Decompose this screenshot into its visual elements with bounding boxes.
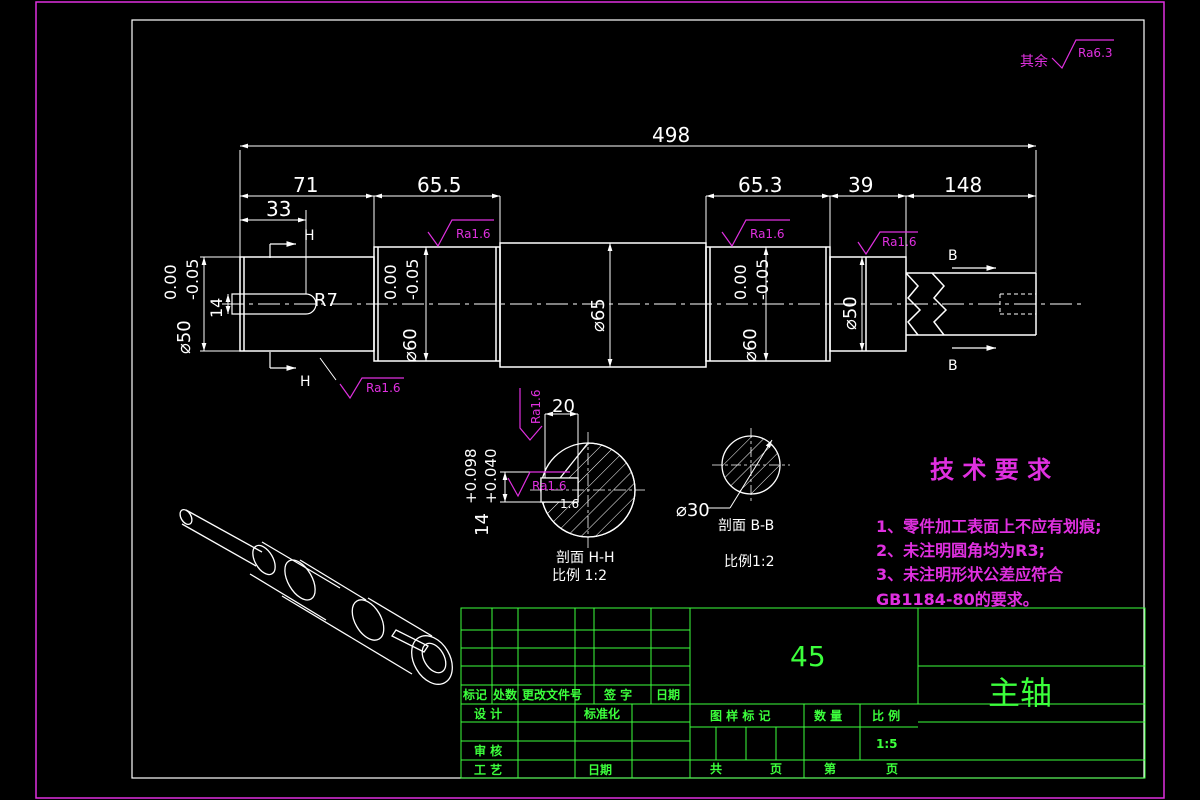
dim-148: 148 — [944, 173, 982, 197]
tol-left-upper: 0.00 — [161, 264, 180, 300]
tech-req-item-2: 2、未注明圆角均为R3; — [876, 541, 1045, 560]
section-hh-scale: 比例 1:2 — [552, 568, 607, 584]
section-bb-title: 剖面 B-B — [718, 518, 774, 534]
dim-33: 33 — [266, 197, 291, 221]
tb-quantity: 数 量 — [814, 708, 842, 723]
section-bb-scale: 比例1:2 — [724, 554, 775, 570]
section-b-bottom: B — [948, 358, 958, 374]
tb-total: 共 — [710, 761, 722, 776]
tol-bl-lower: -0.05 — [403, 259, 422, 300]
section-hh-title: 剖面 H-H — [556, 550, 615, 566]
section-tol-upper: +0.098 — [462, 448, 480, 504]
tb-drawing-mark: 图 样 标 记 — [710, 708, 771, 723]
tb-count: 处数 — [492, 687, 518, 702]
section-depth: 14 — [472, 513, 493, 536]
dim-71: 71 — [293, 173, 318, 197]
tb-signature: 签 字 — [603, 687, 632, 702]
tb-date-2: 日期 — [588, 762, 612, 777]
default-roughness: 其余 Ra6.3 — [1020, 39, 1114, 70]
tb-sheet: 页 — [770, 762, 782, 776]
tol-br-lower: -0.05 — [753, 259, 772, 300]
tb-date: 日期 — [656, 687, 680, 702]
isometric-shaft-sketch — [179, 508, 453, 685]
tb-page: 页 — [886, 762, 898, 776]
tb-change-doc: 更改文件号 — [522, 687, 582, 702]
title-block — [460, 607, 1146, 779]
roughness-mark-7: 1.6 — [560, 497, 579, 511]
dim-65-5: 65.5 — [417, 173, 462, 197]
tb-design: 设 计 — [474, 706, 502, 721]
tech-req-title: 技 术 要 求 — [930, 456, 1051, 484]
roughness-value: Ra6.3 — [1078, 46, 1113, 60]
section-hh — [500, 388, 645, 548]
roughness-mark-1: Ra1.6 — [456, 227, 491, 241]
roughness-mark-4: Ra1.6 — [366, 381, 401, 395]
dim-key-width: 14 — [207, 298, 226, 318]
technical-requirements: 技 术 要 求 1、零件加工表面上不应有划痕; 2、未注明圆角均为R3; 3、未… — [876, 456, 1102, 609]
section-b-top: B — [948, 248, 958, 264]
tech-req-item-3: 3、未注明形状公差应符合 — [876, 565, 1064, 584]
tb-process: 工 艺 — [474, 762, 502, 777]
tb-number: 第 — [824, 761, 836, 776]
dim-dia-left: ⌀50 — [174, 320, 195, 354]
section-tol-lower: +0.040 — [482, 448, 500, 504]
dim-dia-right: ⌀50 — [840, 296, 861, 330]
tb-standardize: 标准化 — [583, 706, 620, 721]
section-marker-h — [269, 241, 296, 371]
tb-scale: 1:5 — [876, 737, 898, 751]
section-h-bottom: H — [300, 374, 311, 390]
dim-dia-center: ⌀65 — [588, 298, 609, 332]
tech-req-item-1: 1、零件加工表面上不应有划痕; — [876, 517, 1102, 536]
outer-frame — [35, 1, 1165, 799]
keyway-left — [231, 293, 317, 315]
tb-mark: 标记 — [462, 687, 487, 702]
center-hole — [999, 293, 1036, 315]
section-bb — [708, 428, 790, 509]
tol-left-lower: -0.05 — [183, 259, 202, 300]
roughness-mark-6: Ra1.6 — [532, 479, 567, 493]
tol-bl-upper: 0.00 — [381, 264, 400, 300]
roughness-mark-5: Ra1.6 — [529, 389, 543, 424]
dim-key-radius: R7 — [314, 290, 338, 311]
dim-dia-bearing-left: ⌀60 — [400, 328, 421, 362]
roughness-mark-2: Ra1.6 — [750, 227, 785, 241]
inner-frame — [131, 19, 1145, 779]
roughness-prefix: 其余 — [1020, 53, 1048, 70]
tol-br-upper: 0.00 — [731, 264, 750, 300]
part-name: 主轴 — [988, 674, 1052, 712]
dim-39: 39 — [848, 173, 873, 197]
section-marker-b — [952, 265, 996, 351]
dim-total-length: 498 — [652, 123, 690, 147]
section-bb-dia: ⌀30 — [676, 500, 710, 521]
material-label: 45 — [790, 640, 826, 673]
roughness-mark-3: Ra1.6 — [882, 235, 917, 249]
section-key-width: 20 — [552, 396, 575, 417]
tech-req-item-4: GB1184-80的要求。 — [876, 590, 1039, 609]
shaft-outline — [239, 242, 1037, 368]
tb-scale-label: 比 例 — [872, 708, 900, 723]
tb-review: 审 核 — [474, 743, 502, 758]
section-h-top: H — [304, 228, 315, 244]
dim-dia-bearing-right: ⌀60 — [740, 328, 761, 362]
dim-65-3: 65.3 — [738, 173, 783, 197]
